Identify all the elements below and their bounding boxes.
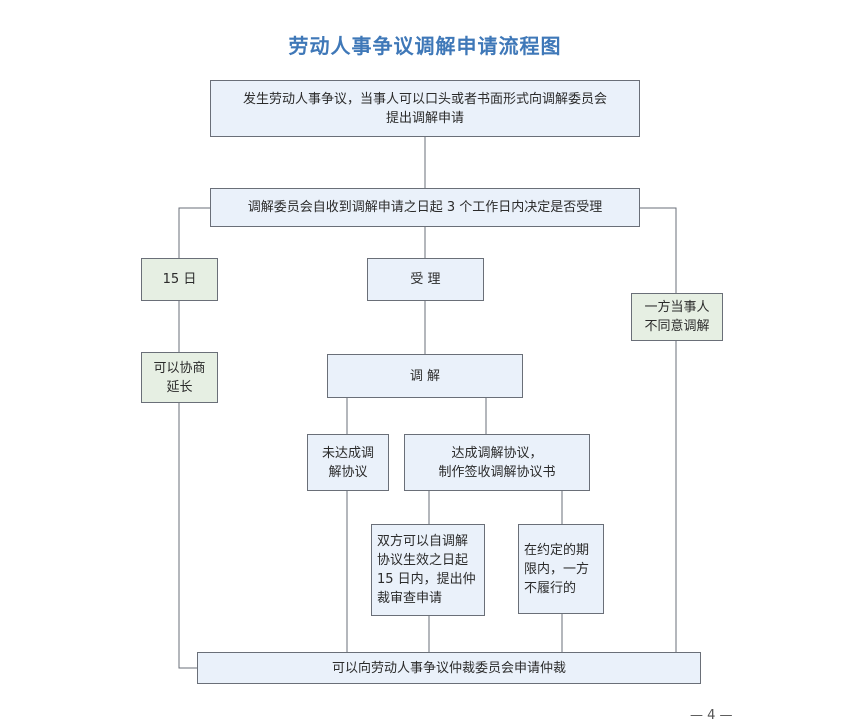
node-mediate: 调 解 xyxy=(327,354,523,398)
node-extend: 可以协商 延长 xyxy=(141,352,218,403)
node-refuse: 一方当事人 不同意调解 xyxy=(631,293,723,341)
connector-left-loop xyxy=(178,207,210,669)
node-accept-label: 受 理 xyxy=(410,272,441,287)
node-refuse-label: 一方当事人 不同意调解 xyxy=(644,300,710,334)
node-arbitration-label: 可以向劳动人事争议仲裁委员会申请仲裁 xyxy=(331,660,566,676)
node-apply-label: 发生劳动人事争议，当事人可以口头或者书面形式向调解委员会 提出调解申请 xyxy=(242,91,607,126)
node-review-label: 双方可以自调解 协议生效之日起 15 日内，提出仲 裁审查申请 xyxy=(377,534,476,606)
node-review: 双方可以自调解 协议生效之日起 15 日内，提出仲 裁审查申请 xyxy=(371,524,485,616)
node-decide: 调解委员会自收到调解申请之日起 3 个工作日内决定是否受理 xyxy=(210,188,640,227)
page-title: 劳动人事争议调解申请流程图 xyxy=(288,34,562,58)
node-no-agreement: 未达成调 解协议 xyxy=(307,434,389,491)
connector-right-loop xyxy=(640,207,677,652)
node-default-label: 在约定的期 限内，一方 不履行的 xyxy=(524,542,590,596)
node-arbitration: 可以向劳动人事争议仲裁委员会申请仲裁 xyxy=(197,652,701,684)
node-apply: 发生劳动人事争议，当事人可以口头或者书面形式向调解委员会 提出调解申请 xyxy=(210,80,640,137)
node-default: 在约定的期 限内，一方 不履行的 xyxy=(518,524,604,614)
node-extend-label: 可以协商 延长 xyxy=(153,360,206,395)
node-agreement-label: 达成调解协议， 制作签收调解协议书 xyxy=(438,445,556,480)
node-decide-label: 调解委员会自收到调解申请之日起 3 个工作日内决定是否受理 xyxy=(247,200,603,215)
node-no-agreement-label: 未达成调 解协议 xyxy=(321,445,374,480)
node-mediate-label: 调 解 xyxy=(409,368,441,384)
node-agreement: 达成调解协议， 制作签收调解协议书 xyxy=(404,434,590,491)
node-15-days-label: 15 日 xyxy=(162,272,197,287)
node-15-days: 15 日 xyxy=(141,258,218,301)
node-accept: 受 理 xyxy=(367,258,484,301)
page-number: — 4 — xyxy=(690,708,733,723)
